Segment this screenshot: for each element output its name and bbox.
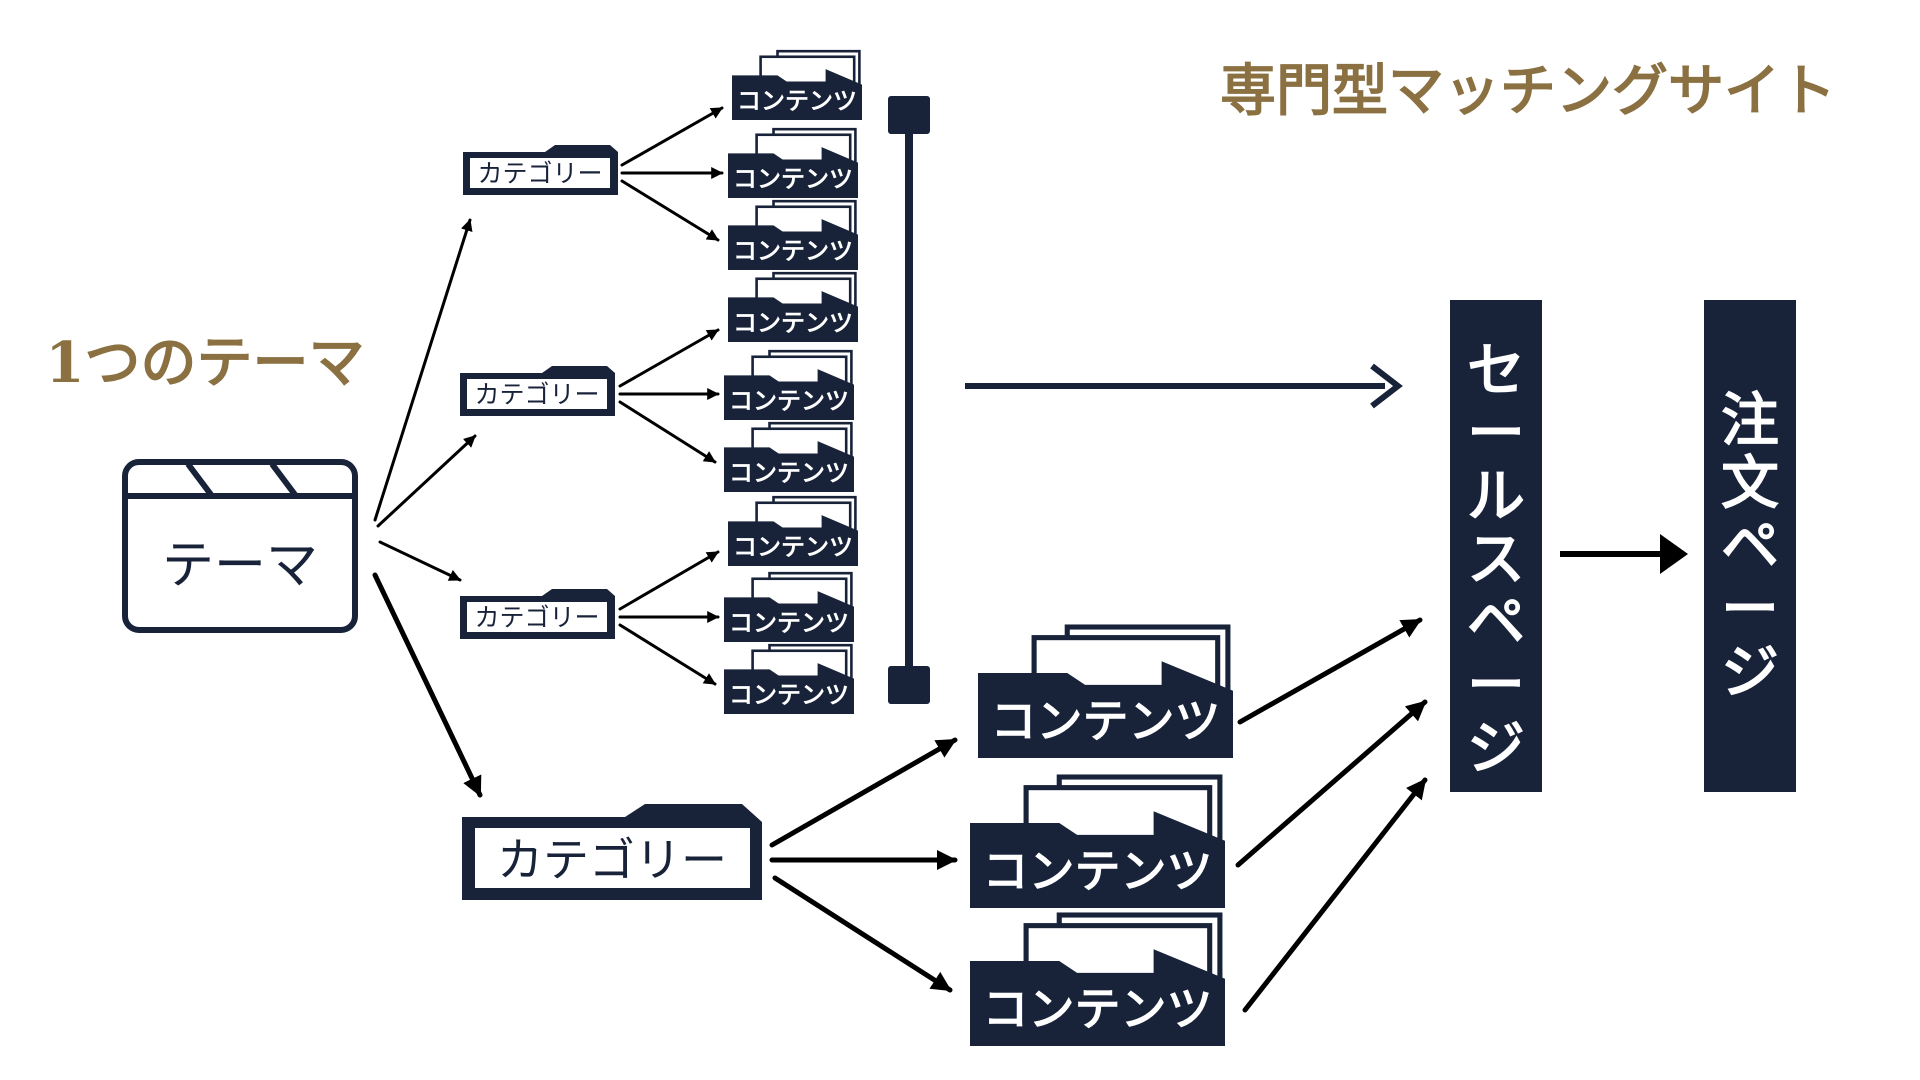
large-content-node-3: コンテンツ xyxy=(970,912,1225,1046)
category-label: カテゴリー xyxy=(477,159,602,188)
content-stack-icon xyxy=(724,421,854,492)
content-label: コンテンツ xyxy=(729,681,849,709)
content-stack-icon xyxy=(724,349,854,420)
small-content-node-6: コンテンツ xyxy=(724,421,854,492)
content-stack-icon xyxy=(732,49,862,120)
content-label: コンテンツ xyxy=(733,237,853,265)
category-to-content-arrows-small xyxy=(618,106,724,686)
small-content-node-1: コンテンツ xyxy=(732,49,862,120)
content-stack-icon xyxy=(724,643,854,714)
order-page-label: 注文ページ xyxy=(1721,386,1779,706)
sales-page-node: セールスページ xyxy=(1450,300,1542,792)
content-stack-icon xyxy=(728,127,858,198)
theme-label: テーマ xyxy=(162,536,318,596)
content-stack-icon xyxy=(728,271,858,342)
order-page-node: 注文ページ xyxy=(1704,300,1796,792)
content-stack-icon xyxy=(728,495,858,566)
content-stack-icon xyxy=(728,199,858,270)
category-label: カテゴリー xyxy=(474,380,599,409)
category-node-2: カテゴリー xyxy=(460,366,615,416)
content-label: コンテンツ xyxy=(991,694,1221,748)
small-content-node-3: コンテンツ xyxy=(728,199,858,270)
content-stack-icon xyxy=(978,624,1233,758)
small-content-node-8: コンテンツ xyxy=(724,571,854,642)
category-label: カテゴリー xyxy=(497,833,727,887)
content-stack-icon xyxy=(724,571,854,642)
large-content-node-1: コンテンツ xyxy=(978,624,1233,758)
category-node-large: カテゴリー xyxy=(462,804,762,900)
content-stack-icon xyxy=(970,912,1225,1046)
small-content-node-5: コンテンツ xyxy=(724,349,854,420)
content-label: コンテンツ xyxy=(733,533,853,561)
content-stack-icon xyxy=(970,774,1225,908)
category-node-1: カテゴリー xyxy=(463,145,618,195)
content-to-sales-arrows xyxy=(1235,617,1428,1013)
content-label: コンテンツ xyxy=(729,387,849,415)
small-content-node-7: コンテンツ xyxy=(728,495,858,566)
small-content-node-9: コンテンツ xyxy=(724,643,854,714)
bracket-to-sales-arrow xyxy=(965,363,1403,409)
content-label: コンテンツ xyxy=(983,982,1213,1036)
sales-page-label: セールスページ xyxy=(1467,336,1525,782)
small-content-nodes: コンテンツコンテンツコンテンツコンテンツコンテンツコンテンツコンテンツコンテンツ… xyxy=(724,49,862,714)
bracket-bar-icon xyxy=(888,96,930,704)
small-content-node-4: コンテンツ xyxy=(728,271,858,342)
category-node-3: カテゴリー xyxy=(460,589,615,639)
small-content-node-2: コンテンツ xyxy=(728,127,858,198)
theme-to-category-arrows xyxy=(372,218,483,798)
theme-node: テーマ xyxy=(122,459,358,633)
large-content-node-2: コンテンツ xyxy=(970,774,1225,908)
theme-folder-icon xyxy=(122,459,358,633)
content-label: コンテンツ xyxy=(733,309,853,337)
category-to-content-arrows-large xyxy=(769,737,958,993)
content-label: コンテンツ xyxy=(729,459,849,487)
theme-subtitle: 1つのテーマ xyxy=(46,330,365,396)
main-title: 専門型マッチングサイト xyxy=(1220,58,1836,124)
content-label: コンテンツ xyxy=(983,844,1213,898)
sales-to-order-arrow xyxy=(1560,534,1688,574)
category-label: カテゴリー xyxy=(474,603,599,632)
content-label: コンテンツ xyxy=(729,609,849,637)
content-label: コンテンツ xyxy=(733,165,853,193)
content-label: コンテンツ xyxy=(737,87,857,115)
